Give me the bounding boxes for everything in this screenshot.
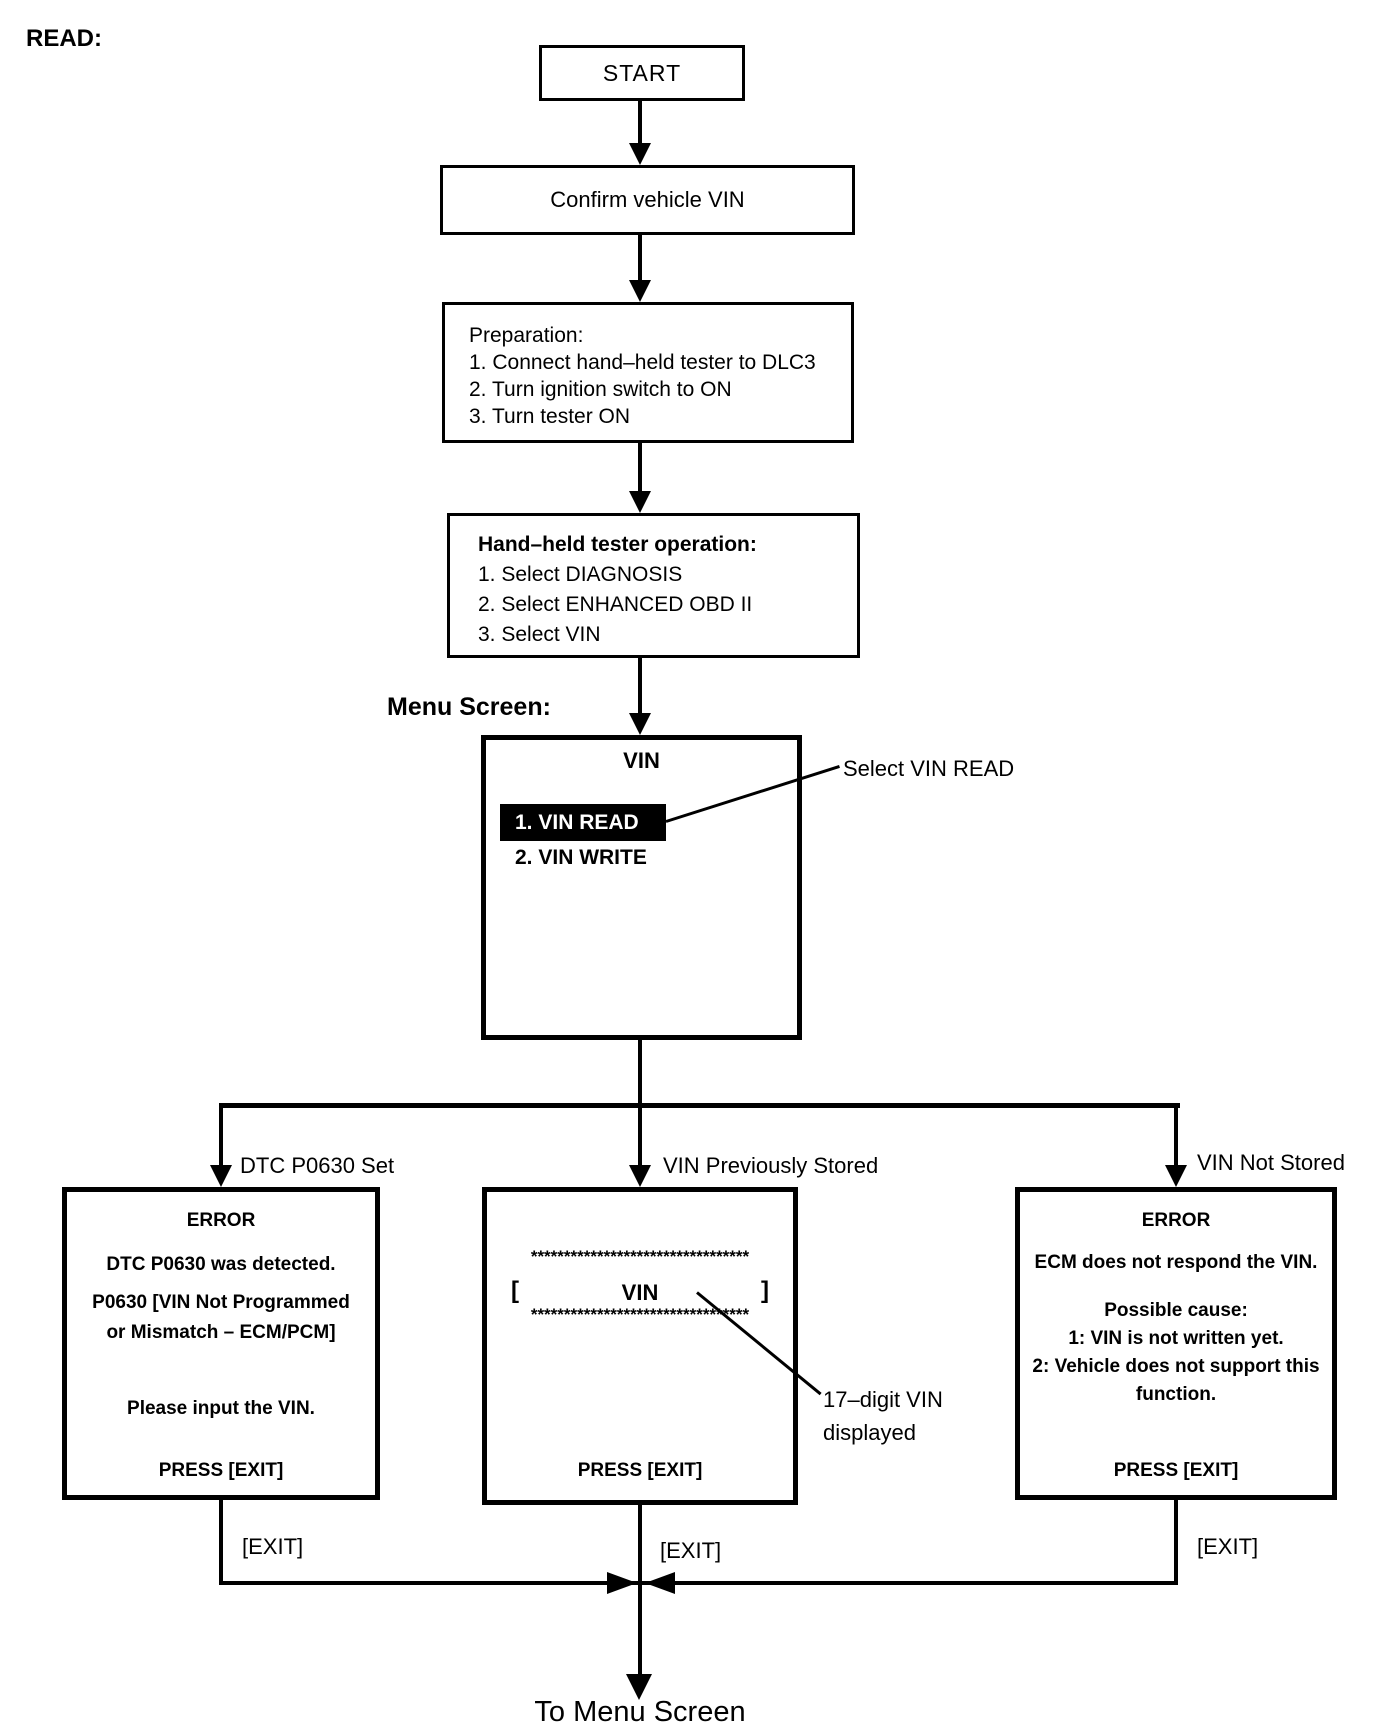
ecm-error-press-exit: PRESS [EXIT] — [1113, 1460, 1239, 1481]
arrowhead-merge-from-right — [645, 1572, 675, 1594]
dtc-error-title: ERROR — [186, 1210, 256, 1231]
arrowhead-branch-right — [1165, 1165, 1187, 1187]
branch-label-vin-not-stored: VIN Not Stored — [1197, 1150, 1345, 1175]
vin-display-press-exit: PRESS [EXIT] — [577, 1460, 703, 1481]
menu-screen-node: VIN 1. VIN READ 2. VIN WRITE — [481, 735, 802, 1040]
menu-screen-label: Menu Screen: — [387, 693, 551, 721]
ecm-error-cause: 2: Vehicle does not support this — [1032, 1356, 1320, 1377]
arrowhead-start-confirm — [629, 143, 651, 165]
preparation-step: 2. Turn ignition switch to ON — [469, 378, 732, 401]
merge-horizontal-line — [219, 1581, 1178, 1585]
vin-display-stars-top: ********************************* — [530, 1247, 750, 1266]
vin-display-bracket-close: ] — [761, 1277, 769, 1304]
preparation-title: Preparation: — [469, 324, 584, 347]
exit-label-left: [EXIT] — [242, 1534, 304, 1559]
tester-operation-title: Hand–held tester operation: — [478, 533, 757, 556]
branch-right-line — [1174, 1103, 1178, 1165]
ecm-error-cause-title: Possible cause: — [1104, 1300, 1248, 1321]
arrow-line-tester-menu — [638, 658, 642, 714]
dtc-error-press-exit: PRESS [EXIT] — [158, 1460, 284, 1481]
arrow-line-confirm-prep — [638, 235, 642, 281]
callout-17-digit-vin: 17–digit VIN displayed — [823, 1383, 943, 1449]
ecm-error-node: ERROR ECM does not respond the VIN. Poss… — [1015, 1187, 1337, 1500]
arrowhead-to-menu-screen — [626, 1674, 652, 1700]
dtc-error-line: or Mismatch – ECM/PCM] — [106, 1322, 336, 1343]
callout-select-vin-read: Select VIN READ — [843, 756, 1015, 781]
callout-17-digit-vin-line1: 17–digit VIN — [823, 1387, 943, 1412]
menu-item-vin-read-selected: 1. VIN READ — [500, 804, 666, 841]
exit-label-middle: [EXIT] — [660, 1538, 722, 1563]
vin-display-stars-bottom: ********************************* — [530, 1305, 750, 1324]
exit-label-right: [EXIT] — [1197, 1534, 1259, 1559]
ecm-error-title: ERROR — [1141, 1210, 1211, 1231]
preparation-step: 1. Connect hand–held tester to DLC3 — [469, 351, 816, 374]
start-label: START — [602, 59, 682, 86]
branch-stem-line — [638, 1040, 642, 1105]
arrowhead-branch-middle — [629, 1165, 651, 1187]
menu-title: VIN — [623, 748, 660, 773]
arrowhead-prep-tester — [629, 491, 651, 513]
dtc-error-line: DTC P0630 was detected. — [106, 1254, 336, 1275]
exit-line-left — [219, 1500, 223, 1585]
dtc-error-line: P0630 [VIN Not Programmed — [92, 1292, 350, 1313]
arrow-line-prep-tester — [638, 443, 642, 492]
ecm-error-line: ECM does not respond the VIN. — [1034, 1252, 1318, 1273]
arrowhead-confirm-prep — [629, 280, 651, 302]
callout-17-digit-vin-line2: displayed — [823, 1420, 916, 1445]
exit-line-middle — [638, 1505, 642, 1678]
vin-display-bracket-open: [ — [511, 1277, 519, 1304]
preparation-node: Preparation: 1. Connect hand–held tester… — [442, 302, 854, 443]
branch-horizontal-line — [219, 1103, 1180, 1108]
menu-item-vin-write: 2. VIN WRITE — [515, 846, 647, 869]
footer-to-menu-screen: To Menu Screen — [534, 1696, 746, 1728]
tester-operation-node: Hand–held tester operation: 1. Select DI… — [447, 513, 860, 658]
preparation-step: 3. Turn tester ON — [469, 405, 631, 428]
start-node: START — [539, 45, 745, 101]
arrowhead-tester-menu — [629, 713, 651, 735]
branch-left-line — [219, 1103, 223, 1165]
dtc-error-line: Please input the VIN. — [127, 1398, 315, 1419]
vin-display-node: ********************************* [ VIN … — [482, 1187, 798, 1505]
vin-display-vin-label: VIN — [621, 1280, 659, 1305]
exit-line-right — [1174, 1500, 1178, 1585]
arrow-line-start-confirm — [638, 100, 642, 145]
confirm-vin-label: Confirm vehicle VIN — [550, 187, 745, 212]
branch-label-dtc-p0630-set: DTC P0630 Set — [240, 1153, 395, 1178]
dtc-error-node: ERROR DTC P0630 was detected. P0630 [VIN… — [62, 1187, 380, 1500]
arrowhead-branch-left — [210, 1165, 232, 1187]
branch-middle-line — [638, 1103, 642, 1165]
ecm-error-cause: 1: VIN is not written yet. — [1068, 1328, 1284, 1349]
tester-operation-step: 1. Select DIAGNOSIS — [478, 563, 683, 586]
ecm-error-cause: function. — [1135, 1384, 1217, 1405]
tester-operation-step: 2. Select ENHANCED OBD II — [478, 593, 753, 616]
branch-label-vin-previously-stored: VIN Previously Stored — [663, 1153, 879, 1178]
confirm-vin-node: Confirm vehicle VIN — [440, 165, 855, 235]
tester-operation-step: 3. Select VIN — [478, 623, 601, 646]
arrowhead-merge-from-left — [607, 1572, 637, 1594]
page-title: READ: — [26, 25, 102, 52]
